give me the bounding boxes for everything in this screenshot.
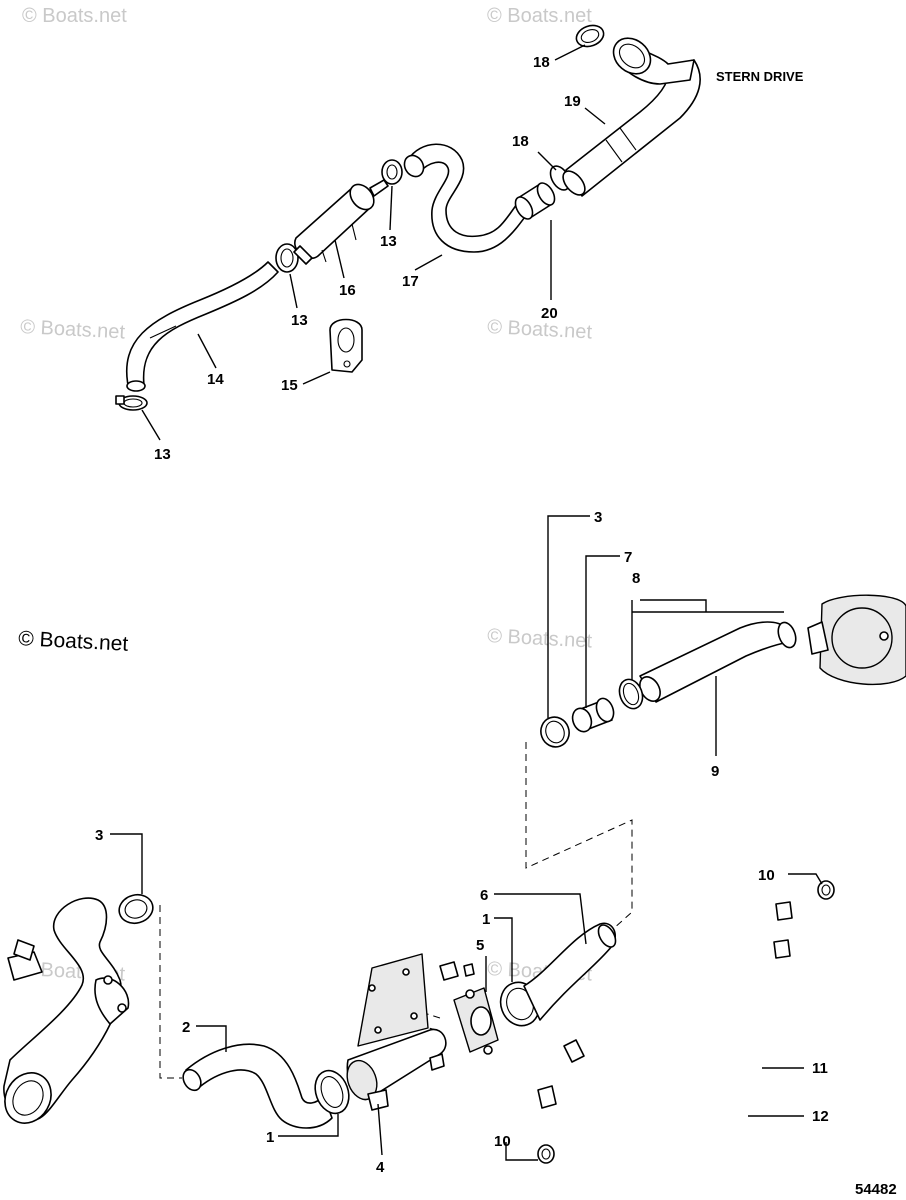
callout-13-c: 13 [154,446,171,463]
watermark-mid-left: © Boats.net [20,316,126,343]
callout-7: 7 [624,549,632,566]
watermark-top-left: © Boats.net [22,5,127,27]
oil-line-12 [537,939,791,1140]
callout-14: 14 [207,371,224,388]
clamp-3-lower [118,893,154,925]
clamp-8-right [777,621,797,649]
callout-11: 11 [812,1060,828,1077]
callout-5: 5 [476,937,484,954]
watermark-top-mid: © Boats.net [487,5,592,27]
exhaust-elbow [3,897,130,1124]
callout-12: 12 [812,1108,829,1125]
callout-3-upper: 3 [594,509,602,526]
callout-15: 15 [281,377,298,394]
mounting-plate [357,953,475,1047]
callout-6: 6 [480,887,488,904]
callout-18-top: 18 [533,54,550,71]
callout-8: 8 [632,570,640,587]
bracket-15 [329,318,363,373]
callout-9: 9 [711,763,719,780]
hose-17 [403,143,531,253]
hose-clamp-13-lower [115,395,148,411]
callout-4: 4 [376,1159,385,1176]
bracket-5 [453,987,499,1055]
watermark-main: © Boats.net [18,627,129,656]
callout-3-lower: 3 [95,827,103,844]
hose-clamp-18-top [575,24,605,48]
watermark-lower-right: © Boats.net [487,625,593,652]
callout-20: 20 [541,305,558,322]
hose-6 [523,922,617,1021]
hose-14 [125,261,279,392]
hose-clamp-20 [514,182,556,220]
callout-18-mid: 18 [512,133,529,150]
coupler-7 [571,697,615,733]
hose-clamp-13-right [381,159,403,185]
callout-13-a: 13 [380,233,397,250]
callout-10-upper: 10 [758,867,775,884]
fitting-10-lower [537,1144,555,1164]
fitting-10-upper [817,880,835,900]
callout-1-lower: 1 [266,1129,274,1146]
callout-13-b: 13 [291,312,308,329]
callout-19: 19 [564,93,581,110]
figure-number: 54482 [855,1181,897,1198]
callout-2: 2 [182,1019,190,1036]
callout-10-lower: 10 [494,1133,511,1150]
hose-clamp-13-left [275,243,299,273]
muffler-16 [293,179,389,265]
clamp-3-upper [540,716,570,748]
seawater-pump [807,594,906,686]
callout-17: 17 [402,273,419,290]
stern-drive-elbow [612,37,695,85]
oil-line-11 [563,901,793,1106]
clamp-1-lower [314,1069,350,1115]
watermark-mid-right: © Boats.net [487,316,593,343]
hose-2 [182,1043,333,1129]
callout-16: 16 [339,282,356,299]
clamp-8-left [618,678,644,710]
cooler-4 [346,1028,447,1111]
stern-drive-label: STERN DRIVE [716,69,804,84]
hose-9 [639,621,791,703]
callout-1-upper: 1 [482,911,490,928]
